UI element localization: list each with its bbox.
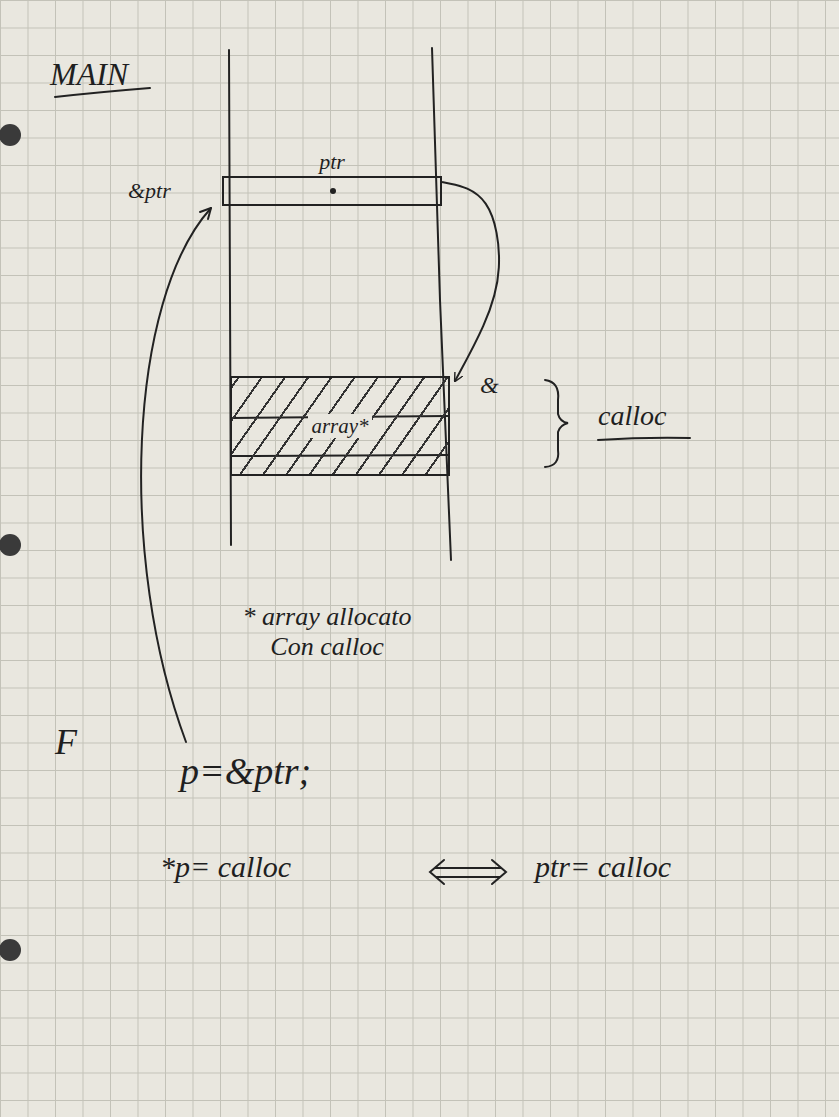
punch-hole <box>0 124 21 146</box>
code-line: *p= calloc <box>160 850 291 885</box>
box-label: array* <box>308 414 371 438</box>
page-title: MAIN <box>50 56 128 93</box>
double-arrow <box>430 860 506 884</box>
leader-arrow <box>141 208 211 742</box>
code-line: p=&ptr; <box>180 750 311 794</box>
address-label: & <box>480 372 499 400</box>
punch-hole <box>0 534 21 556</box>
box-label: ptr <box>316 149 348 174</box>
stack-wall <box>432 48 451 560</box>
code-line: ptr= calloc <box>535 850 671 885</box>
pointer-cell: ptr <box>222 176 442 206</box>
pointer-arrow <box>442 182 499 381</box>
punch-hole <box>0 939 21 961</box>
annotation: F <box>55 722 77 763</box>
annotation: calloc <box>598 400 666 432</box>
bracket <box>545 380 568 467</box>
note: * array allocato Con calloc <box>222 602 432 662</box>
underline <box>598 438 690 440</box>
arrow-head <box>200 208 211 219</box>
punch-holes <box>0 124 21 961</box>
address-label: &ptr <box>128 178 171 203</box>
array-block: array* <box>230 376 450 476</box>
pointer-dot <box>330 188 336 194</box>
